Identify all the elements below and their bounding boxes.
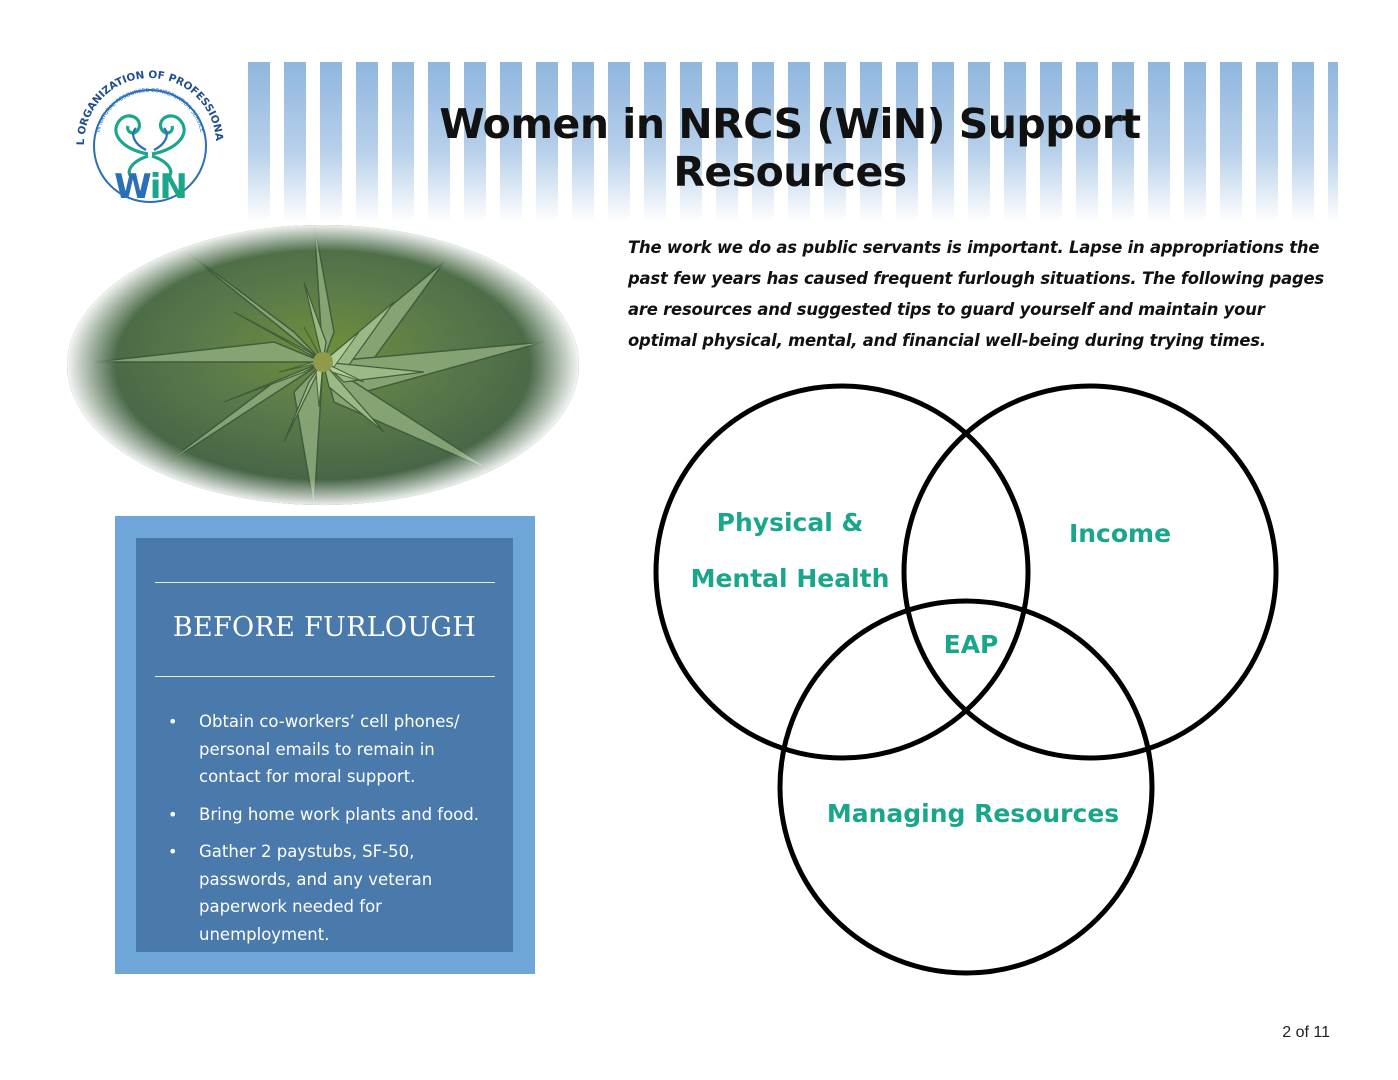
venn-label-mental-health: Mental Health <box>691 564 890 593</box>
intro-paragraph: The work we do as public servants is imp… <box>628 238 1324 350</box>
venn-circle-physical <box>653 383 1031 761</box>
list-item: Gather 2 paystubs, SF-50, passwords, and… <box>168 838 488 948</box>
venn-label-eap: EAP <box>944 630 999 659</box>
logo-wordmark: WiN <box>114 167 186 207</box>
before-furlough-heading: BEFORE FURLOUGH <box>172 612 477 643</box>
list-item: Obtain co-workers’ cell phones/ personal… <box>168 708 488 791</box>
venn-diagram: Physical & Mental Health Income EAP Mana… <box>653 383 1279 976</box>
page-title: Women in NRCS (WiN) Support Resources <box>439 100 1141 196</box>
page-number: 2 of 11 <box>1282 1024 1330 1041</box>
butterfly-icon <box>114 114 186 180</box>
venn-label-physical: Physical & <box>717 508 864 537</box>
list-item: Bring home work plants and food. <box>168 801 488 829</box>
header-stripes <box>248 62 1338 222</box>
before-furlough-list: Obtain co-workers’ cell phones/ personal… <box>168 708 488 958</box>
before-furlough-bottom-rule <box>155 676 495 677</box>
venn-label-managing-resources: Managing Resources <box>827 799 1119 828</box>
venn-circle-managing <box>777 598 1155 976</box>
win-logo: NATIONAL ORGANIZATION OF PROFESSIONAL WO… <box>64 58 225 207</box>
venn-label-income: Income <box>1069 519 1171 548</box>
butterfly-accent-icon <box>132 127 168 151</box>
spiral-aloe-image <box>67 225 579 505</box>
before-furlough-top-rule <box>155 582 495 583</box>
venn-circle-income <box>901 383 1279 761</box>
